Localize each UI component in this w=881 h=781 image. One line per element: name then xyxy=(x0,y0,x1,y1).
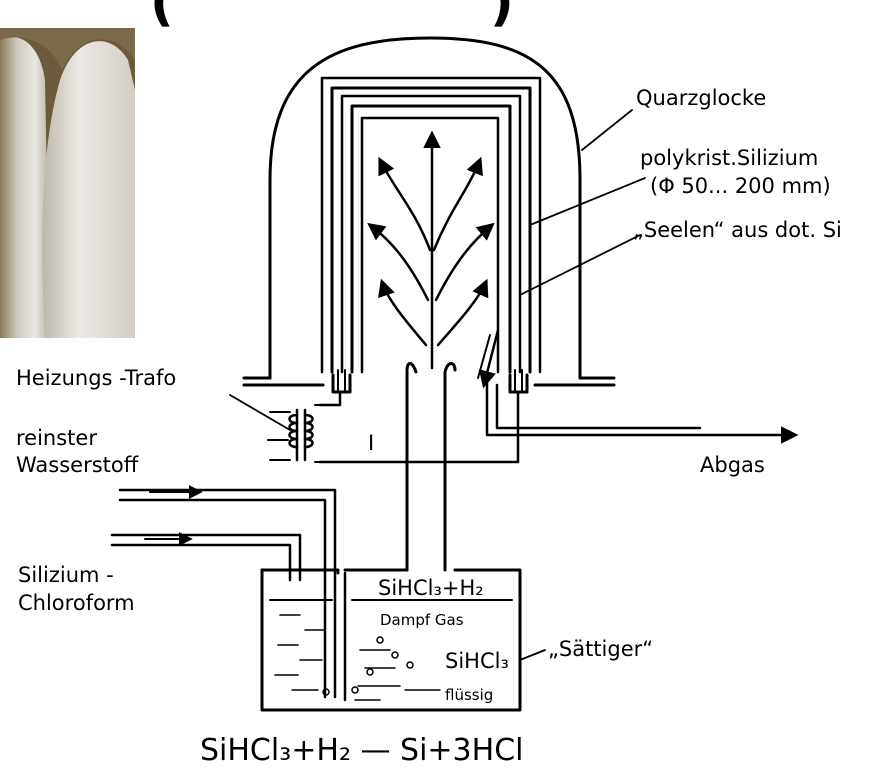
label-seelen: „Seelen“ aus dot. Si xyxy=(633,218,842,242)
exhaust-line xyxy=(487,375,795,435)
label-chloroform-line2: Chloroform xyxy=(18,591,135,615)
quartz-bell-jar xyxy=(244,38,614,385)
feed-pipe xyxy=(407,364,455,571)
label-quarzglocke: Quarzglocke xyxy=(636,86,766,110)
label-fluessig: flüssig xyxy=(445,686,493,704)
label-wasserstoff-line1: reinster xyxy=(16,426,97,450)
polysilicon-rods-photo xyxy=(0,28,135,338)
label-polykrist-line1: polykrist.Silizium xyxy=(640,146,818,170)
title-fragment-right: ) xyxy=(490,0,514,33)
inlet-pipes xyxy=(112,490,335,697)
current-label: I xyxy=(368,431,374,455)
gas-flow-arrows xyxy=(370,134,498,385)
label-wasserstoff-line2: Wasserstoff xyxy=(16,453,139,477)
heating-transformer: I xyxy=(268,392,518,462)
label-abgas: Abgas xyxy=(700,453,765,477)
reaction-equation: SiHCl₃+H₂ — Si+3HCl xyxy=(200,733,523,768)
label-polykrist-line2: (Φ 50... 200 mm) xyxy=(650,174,831,198)
label-tank-liquid-formula: SiHCl₃ xyxy=(445,649,509,673)
title-fragment-left: ( xyxy=(150,0,174,33)
label-tank-top-formula: SiHCl₃+H₂ xyxy=(378,576,484,600)
label-chloroform-line1: Silizium - xyxy=(18,563,114,587)
label-dampf-gas: Dampf Gas xyxy=(380,611,464,629)
label-heizungs-trafo: Heizungs -Trafo xyxy=(16,366,176,390)
label-saettiger: „Sättiger“ xyxy=(548,637,653,661)
